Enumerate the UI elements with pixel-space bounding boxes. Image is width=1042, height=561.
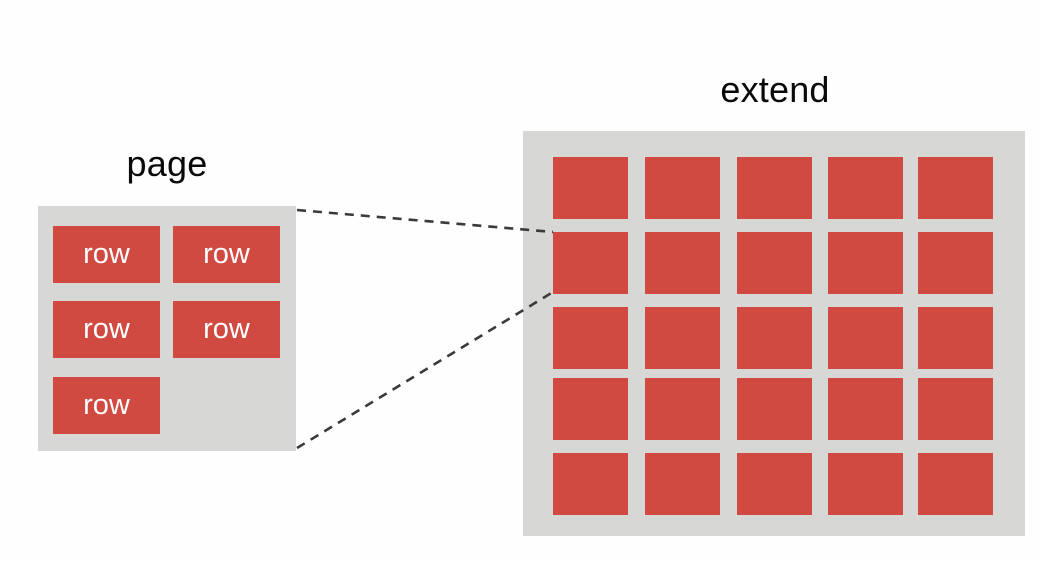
extend-grid-cell — [645, 307, 720, 369]
extend-grid-cell — [553, 157, 628, 219]
page-row-cell: row — [53, 301, 160, 358]
page-row-cell: row — [173, 301, 280, 358]
extend-grid-cell — [737, 157, 812, 219]
extend-grid-cell — [918, 453, 993, 515]
page-label: page — [126, 143, 208, 184]
page-row-cell: row — [173, 226, 280, 283]
extend-grid-cell — [737, 378, 812, 440]
extend-container — [523, 131, 1025, 536]
bottom-connector-line — [296, 290, 554, 450]
extend-grid-cell — [918, 157, 993, 219]
extend-grid-cell — [918, 307, 993, 369]
extend-grid-cell — [918, 232, 993, 294]
page-row-cell: row — [53, 226, 160, 283]
extend-grid-cell — [737, 232, 812, 294]
extend-grid-cell — [737, 307, 812, 369]
extend-grid-cell — [828, 453, 903, 515]
extend-grid-cell — [645, 232, 720, 294]
extend-grid-cell — [553, 232, 628, 294]
extend-grid-cell — [828, 232, 903, 294]
extend-grid-cell — [553, 453, 628, 515]
extend-grid-cell — [645, 157, 720, 219]
page-row-cell: row — [53, 377, 160, 434]
extend-grid-cell — [645, 378, 720, 440]
page-container: row row row row row — [38, 206, 296, 451]
extend-grid-cell — [553, 378, 628, 440]
extend-grid-cell — [918, 378, 993, 440]
extend-label: extend — [720, 69, 830, 110]
extend-grid-cell — [553, 307, 628, 369]
extend-grid-cell — [645, 453, 720, 515]
extend-grid-cell — [828, 157, 903, 219]
extend-grid-cell — [828, 378, 903, 440]
top-connector-line — [296, 208, 554, 234]
extend-grid-cell — [737, 453, 812, 515]
extend-grid-cell — [828, 307, 903, 369]
